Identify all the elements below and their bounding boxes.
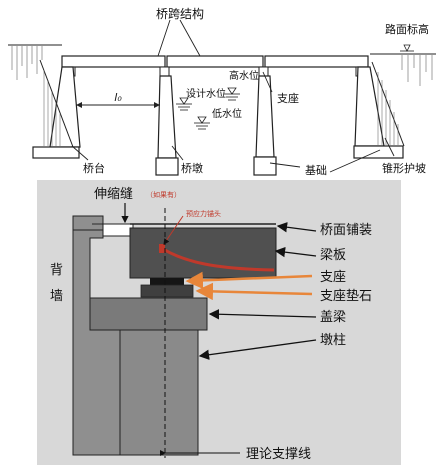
label-pier-column: 墩柱	[320, 333, 346, 348]
label-back-wall-char-2: 墙	[50, 289, 63, 304]
prestress-tendon	[162, 247, 275, 272]
back-wall-top	[72, 215, 104, 231]
right-cone-hatch	[377, 72, 399, 145]
label-cone-slope-protection: 锥形护坡	[382, 161, 426, 175]
label-theoretical-support-line: 理论支撑线	[246, 447, 311, 462]
label-bearing-top: 支座	[277, 91, 299, 105]
deck-span-3	[264, 55, 369, 68]
left-abutment-footing	[32, 146, 80, 159]
deck-span-1	[61, 55, 166, 68]
water-level-marks	[176, 87, 240, 130]
expansion-joint	[102, 223, 134, 237]
label-low-water-level: 低水位	[212, 107, 242, 120]
pier-2	[255, 75, 275, 158]
leader-lines	[71, 19, 395, 173]
arrow-to-beam-slab	[274, 246, 317, 258]
bearing	[150, 278, 184, 285]
right-abutment	[354, 66, 385, 147]
label-back-wall: 背 墙	[50, 263, 67, 304]
left-abutment	[49, 66, 81, 148]
left-cone-hatch	[43, 70, 61, 146]
arrow-to-pad-stone	[195, 282, 313, 301]
label-foundation: 基础	[305, 164, 327, 177]
pier-1	[157, 75, 177, 159]
label-cap-beam: 盖梁	[320, 310, 346, 325]
pier-column	[119, 329, 199, 456]
deck-span-2	[166, 55, 264, 68]
bearing-block	[258, 66, 269, 77]
anchor-head	[159, 244, 165, 253]
bottom-bearing-detail: 伸缩缝 （如果有） 预应力锚头 背 墙 桥面铺装 梁板 支座 支座垫石 盖梁 墩…	[37, 180, 401, 465]
label-road-surface-elevation: 路面标高	[385, 22, 429, 36]
pier-2-footing	[253, 156, 277, 176]
pier-1-footing	[155, 157, 179, 176]
arrow-to-bearing	[185, 271, 313, 290]
arrow-to-pier-column	[198, 339, 317, 360]
left-ground-hatch	[11, 46, 43, 80]
label-bridge-span-structure: 桥跨结构	[156, 6, 204, 21]
top-bridge-elevation: 桥跨结构 路面标高 l₀ 高水位 设计水位 低水位 支座 桥台 桥墩 基础 锥形…	[8, 6, 436, 177]
label-abutment: 桥台	[83, 161, 105, 175]
label-design-water-level: 设计水位	[186, 87, 226, 100]
label-if-any: （如果有）	[146, 190, 181, 199]
label-high-water-level: 高水位	[229, 69, 259, 82]
label-bearing-pad-stone: 支座垫石	[320, 288, 372, 304]
road-elevation-marker	[403, 44, 411, 52]
arrow-to-deck-pavement	[276, 222, 317, 233]
label-span-length: l₀	[114, 91, 122, 104]
left-abutment-slope	[39, 59, 74, 148]
bearing-block	[159, 66, 170, 77]
right-ground-hatch	[401, 55, 433, 86]
label-bearing-bottom: 支座	[320, 270, 346, 285]
right-abutment-slope	[371, 61, 405, 147]
label-pier: 桥墩	[181, 161, 203, 175]
arrow-to-cap-beam	[208, 309, 317, 320]
label-prestress-anchor-head: 预应力锚头	[186, 209, 221, 218]
label-beam-slab: 梁板	[320, 248, 346, 263]
label-deck-pavement: 桥面铺装	[320, 223, 372, 238]
right-abutment-footing	[353, 145, 404, 159]
label-expansion-joint: 伸缩缝	[94, 186, 133, 202]
bearing-pad-stone	[140, 284, 194, 298]
label-back-wall-char-1: 背	[50, 263, 63, 278]
cap-beam	[89, 297, 208, 331]
arrow-to-anchor-head	[163, 215, 184, 245]
